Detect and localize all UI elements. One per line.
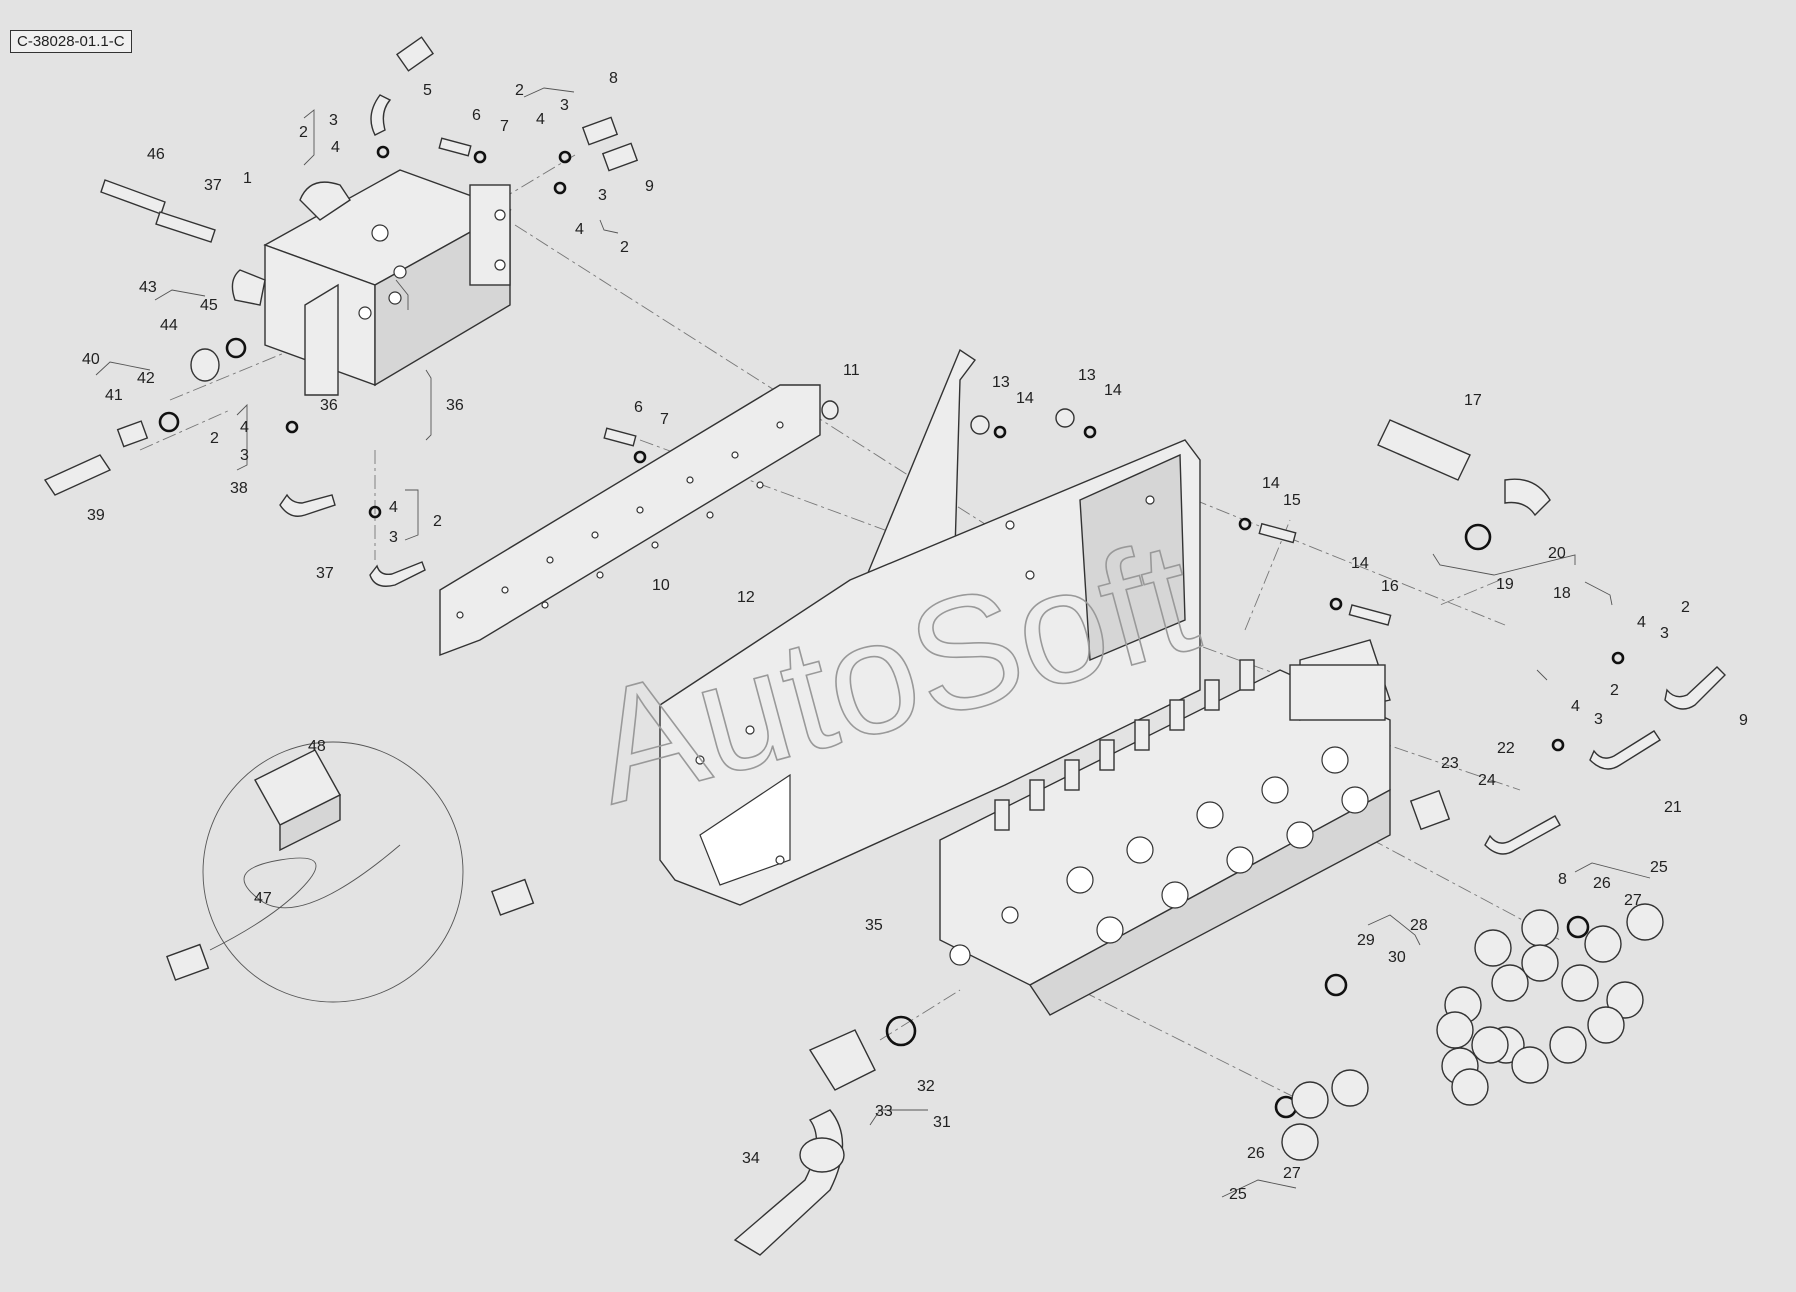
callout-46: 46 [147,146,165,163]
callout-15: 15 [1283,492,1301,509]
callout-33: 33 [875,1103,893,1120]
callout-37: 37 [316,565,334,582]
switch-and-harness-part-47-48[interactable] [166,741,535,1003]
callout-10: 10 [652,577,670,594]
callout-43: 43 [139,279,157,296]
callout-44: 44 [160,317,178,334]
callout-20: 20 [1548,545,1566,562]
callout-41: 41 [105,387,123,404]
callout-30: 30 [1388,949,1406,966]
callout-13: 13 [992,374,1010,391]
callout-14: 14 [1262,475,1280,492]
callout-4: 4 [331,139,340,156]
callout-7: 7 [500,118,509,135]
callout-22: 22 [1497,740,1515,757]
callout-4: 4 [575,221,584,238]
valve-block-part-1[interactable] [231,169,512,396]
callout-12: 12 [737,589,755,606]
callout-18: 18 [1553,585,1571,602]
callout-47: 47 [254,890,272,907]
gasket-plate-part-10[interactable] [439,384,821,657]
callout-6: 6 [634,399,643,416]
callout-16: 16 [1381,578,1399,595]
callout-4: 4 [1637,614,1646,631]
callout-2: 2 [1681,599,1690,616]
callout-2: 2 [1610,682,1619,699]
callout-27: 27 [1624,892,1642,909]
drawing-code-label: C-38028-01.1-C [10,30,132,53]
callout-2: 2 [210,430,219,447]
callout-32: 32 [917,1078,935,1095]
callout-34: 34 [742,1150,760,1167]
callout-27: 27 [1283,1165,1301,1182]
seals-and-fasteners[interactable] [158,116,1664,1161]
callout-5: 5 [423,82,432,99]
callout-3: 3 [1594,711,1603,728]
callout-23: 23 [1441,755,1459,772]
callout-48: 48 [308,738,326,755]
callout-14: 14 [1104,382,1122,399]
callout-8: 8 [1558,871,1567,888]
callout-26: 26 [1247,1145,1265,1162]
callout-21: 21 [1664,799,1682,816]
callout-14: 14 [1016,390,1034,407]
callout-3: 3 [240,447,249,464]
callout-29: 29 [1357,932,1375,949]
callout-4: 4 [536,111,545,128]
callout-37: 37 [204,177,222,194]
control-valve-stack-part-35[interactable] [939,639,1391,1016]
callout-3: 3 [329,112,338,129]
callout-2: 2 [515,82,524,99]
callout-25: 25 [1650,859,1668,876]
callout-40: 40 [82,351,100,368]
callout-9: 9 [645,178,654,195]
callout-19: 19 [1496,576,1514,593]
callout-24: 24 [1478,772,1496,789]
callout-11: 11 [843,362,860,379]
callout-28: 28 [1410,917,1428,934]
callout-2: 2 [299,124,308,141]
callout-38: 38 [230,480,248,497]
hoses-and-fittings[interactable] [43,36,1726,1256]
callout-26: 26 [1593,875,1611,892]
callout-6: 6 [472,107,481,124]
callout-25: 25 [1229,1186,1247,1203]
callout-4: 4 [389,499,398,516]
callout-3: 3 [1660,625,1669,642]
callout-3: 3 [598,187,607,204]
callout-31: 31 [933,1114,951,1131]
callout-9: 9 [1739,712,1748,729]
callout-39: 39 [87,507,105,524]
callout-2: 2 [620,239,629,256]
mounting-bracket-part-12[interactable] [659,348,1201,906]
callout-7: 7 [660,411,669,428]
leader-lines [95,87,1651,1198]
callout-3: 3 [560,97,569,114]
callout-4: 4 [240,419,249,436]
callout-13: 13 [1078,367,1096,384]
callout-8: 8 [609,70,618,87]
callout-4: 4 [1571,698,1580,715]
callout-45: 45 [200,297,218,314]
callout-14: 14 [1351,555,1369,572]
callout-3: 3 [389,529,398,546]
callout-35: 35 [865,917,883,934]
callout-36: 36 [446,397,464,414]
callout-36: 36 [320,397,338,414]
callout-labels: 1 2 3 4 5 6 7 2 4 3 8 9 3 4 2 46 37 43 4… [82,70,1748,1203]
callout-1: 1 [243,170,252,187]
callout-17: 17 [1464,392,1482,409]
callout-2: 2 [433,513,442,530]
callout-42: 42 [137,370,155,387]
